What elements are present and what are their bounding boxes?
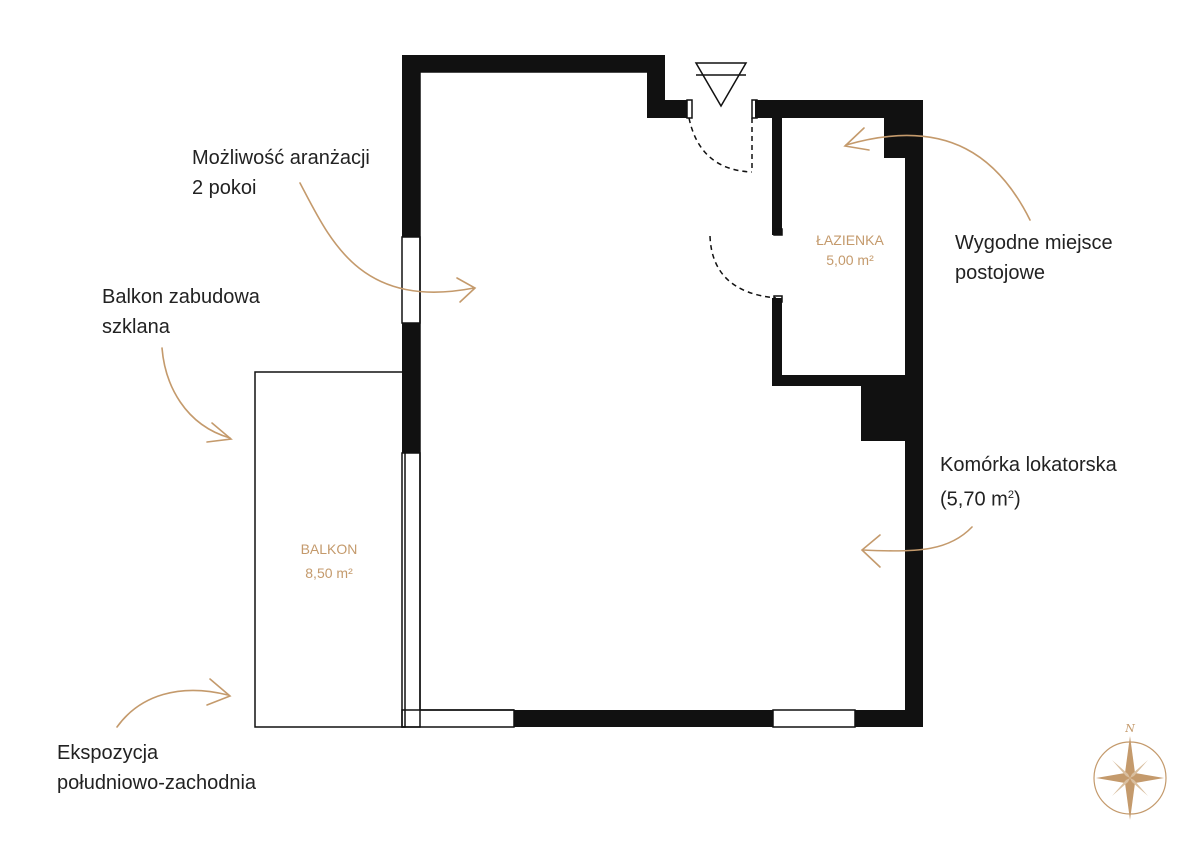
annotation-storage: Komórka lokatorska (5,70 m2): [940, 450, 1117, 515]
annotation-storage-line1: Komórka lokatorska: [940, 454, 1117, 476]
annotation-parking: Wygodne miejsce postojowe: [955, 228, 1113, 288]
door-swings: [688, 117, 777, 299]
annotation-storage-area-pre: (5,70 m: [940, 488, 1008, 511]
annotation-exposure: Ekspozycja południowo-zachodnia: [57, 738, 256, 798]
arrow-storage: [862, 526, 973, 552]
arrow-glazed-balcony: [161, 347, 231, 439]
balcony-outline: [254, 371, 406, 728]
annotation-two-rooms-line1: Możliwość aranżacji: [192, 147, 370, 169]
annotation-glazed-balcony: Balkon zabudowa szklana: [102, 282, 260, 342]
annotation-two-rooms: Możliwość aranżacji 2 pokoi: [192, 143, 370, 203]
annotation-parking-line2: postojowe: [955, 262, 1046, 284]
entrance-icon: [694, 62, 748, 108]
arrow-two-rooms: [299, 182, 475, 293]
walls: [402, 55, 923, 727]
annotation-arrows: [116, 127, 1031, 728]
arrow-parking: [845, 134, 1031, 221]
balcony-area: 8,50 m²: [305, 565, 353, 581]
annotation-exposure-line2: południowo-zachodnia: [57, 772, 257, 794]
annotation-glazed-balcony-line1: Balkon zabudowa: [102, 286, 260, 308]
compass-icon: N: [1093, 722, 1167, 820]
bathroom-area: 5,00 m²: [826, 252, 874, 268]
annotation-storage-area-post: ): [1013, 488, 1021, 511]
annotation-two-rooms-line2: 2 pokoi: [192, 177, 257, 199]
annotation-exposure-line1: Ekspozycja: [57, 742, 159, 764]
arrow-exposure: [116, 689, 229, 728]
annotation-storage-line2: (5,70 m2): [940, 480, 1117, 515]
compass-north-label: N: [1124, 722, 1135, 735]
balcony-name: BALKON: [301, 541, 358, 557]
annotation-storage-area-sup: 2: [1007, 489, 1014, 501]
windows: [401, 71, 856, 728]
annotation-glazed-balcony-line2: szklana: [102, 316, 170, 338]
annotation-parking-line1: Wygodne miejsce: [955, 232, 1113, 254]
bathroom-name: ŁAZIENKA: [816, 232, 884, 248]
